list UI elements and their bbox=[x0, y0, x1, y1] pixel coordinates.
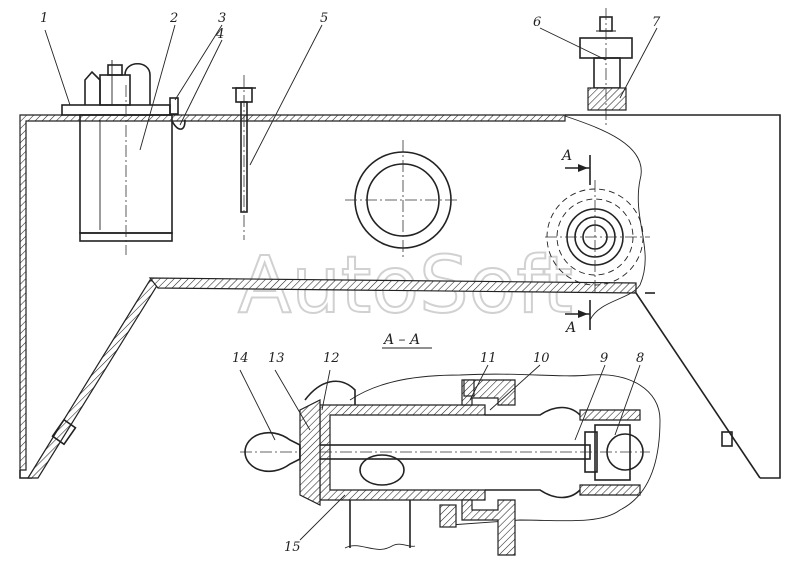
callout-8: 8 bbox=[636, 351, 644, 366]
callout-5: 5 bbox=[320, 11, 328, 26]
callout-3: 3 bbox=[218, 11, 226, 26]
section-title: A – A bbox=[382, 332, 420, 348]
filter-unit bbox=[61, 60, 173, 255]
callout-2: 2 bbox=[169, 11, 178, 26]
tank-body bbox=[19, 114, 781, 479]
breather bbox=[169, 97, 186, 130]
section-view-tap bbox=[240, 373, 661, 556]
inspection-opening bbox=[345, 140, 460, 258]
callout-11: 11 bbox=[480, 351, 497, 366]
callout-9: 9 bbox=[600, 351, 608, 366]
filler-plug bbox=[579, 8, 633, 125]
callout-6: 6 bbox=[533, 15, 541, 30]
callout-14: 14 bbox=[232, 351, 249, 366]
callout-12: 12 bbox=[323, 351, 340, 366]
leader-lines bbox=[44, 24, 658, 541]
callout-13: 13 bbox=[268, 351, 285, 366]
section-mark-top: A bbox=[560, 148, 572, 164]
callout-10: 10 bbox=[533, 351, 550, 366]
callout-7: 7 bbox=[652, 15, 661, 30]
callout-4: 4 bbox=[215, 27, 224, 42]
tap-end-view bbox=[545, 180, 650, 292]
section-mark-bottom: A bbox=[564, 320, 576, 336]
callout-1: 1 bbox=[40, 11, 48, 26]
section-marks: A A bbox=[560, 148, 591, 336]
dipstick bbox=[232, 75, 256, 240]
callout-15: 15 bbox=[284, 540, 301, 555]
